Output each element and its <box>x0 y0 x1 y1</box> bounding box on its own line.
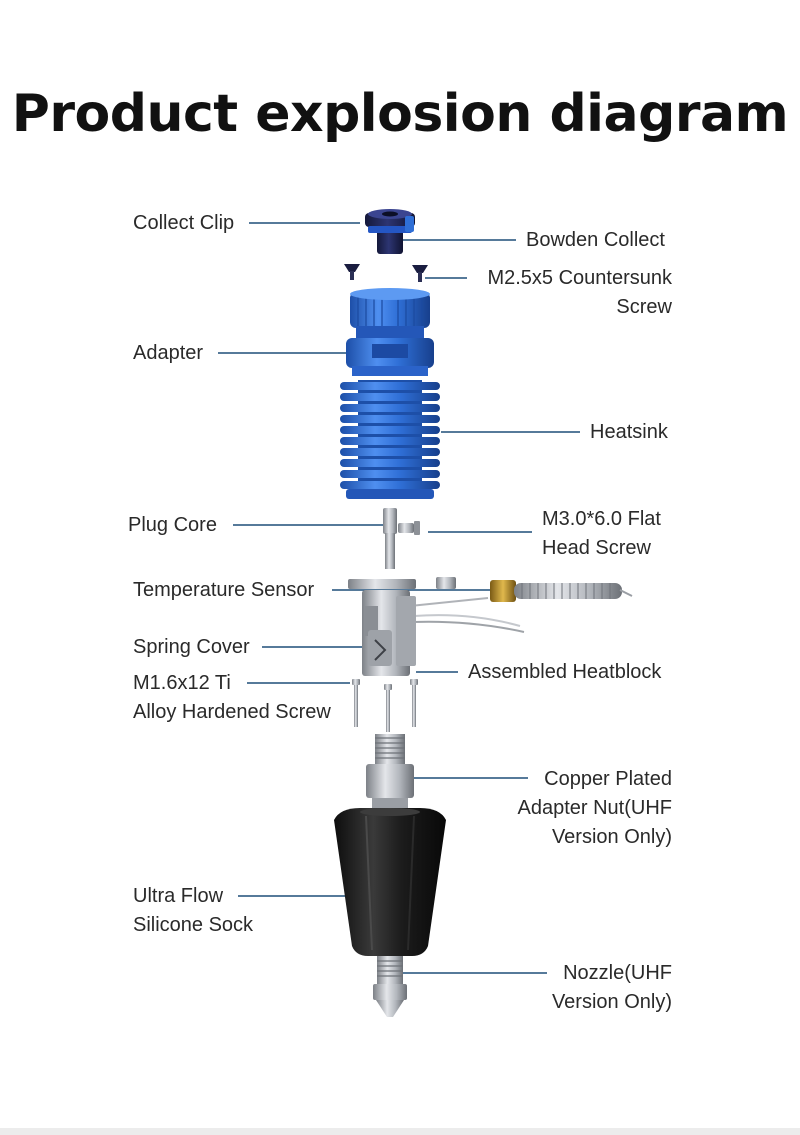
label-adapter: Adapter <box>133 342 204 364</box>
flat-head-screw-part <box>398 521 420 535</box>
label-silicone-sock-line2: Silicone Sock <box>133 914 254 936</box>
page-title: Product explosion diagram <box>11 84 789 144</box>
label-flat-head-screw-line2: Head Screw <box>542 537 651 559</box>
label-adapter-nut-line3: Version Only) <box>551 826 672 848</box>
label-collect-clip: Collect Clip <box>133 212 235 234</box>
ti-screw-part <box>352 679 418 732</box>
plug-core-part <box>383 508 397 569</box>
label-spring-cover: Spring Cover <box>133 636 250 658</box>
leader-lines <box>218 222 580 974</box>
label-temperature-sensor: Temperature Sensor <box>133 579 315 601</box>
bottom-divider <box>0 1128 800 1135</box>
label-nozzle-line1: Nozzle(UHF <box>563 962 672 984</box>
heatsink-part <box>340 380 440 499</box>
temperature-sensor-part <box>409 577 633 633</box>
label-bowden-collect: Bowden Collect <box>526 229 665 251</box>
label-heatsink: Heatsink <box>590 421 668 443</box>
label-ti-screw-line2: Alloy Hardened Screw <box>133 701 331 723</box>
label-countersunk-screw-line1: M2.5x5 Countersunk <box>487 267 672 289</box>
adapter-part <box>346 288 434 376</box>
label-nozzle-line2: Version Only) <box>551 991 672 1013</box>
label-plug-core: Plug Core <box>128 514 217 536</box>
silicone-sock-part <box>334 808 446 956</box>
adapter-nut-part <box>366 734 414 814</box>
spring-cover-part <box>368 630 392 666</box>
label-silicone-sock-line1: Ultra Flow <box>133 885 224 907</box>
nozzle-part <box>373 956 407 1017</box>
label-assembled-heatblock: Assembled Heatblock <box>468 661 662 683</box>
collect-clip-part <box>368 216 414 233</box>
label-flat-head-screw-line1: M3.0*6.0 Flat <box>542 508 661 530</box>
countersunk-screw-part <box>344 264 428 282</box>
label-adapter-nut-line1: Copper Plated <box>544 768 672 790</box>
label-ti-screw-line1: M1.6x12 Ti <box>133 672 231 694</box>
label-adapter-nut-line2: Adapter Nut(UHF <box>517 797 673 819</box>
label-countersunk-screw-line2: Screw <box>616 296 672 318</box>
